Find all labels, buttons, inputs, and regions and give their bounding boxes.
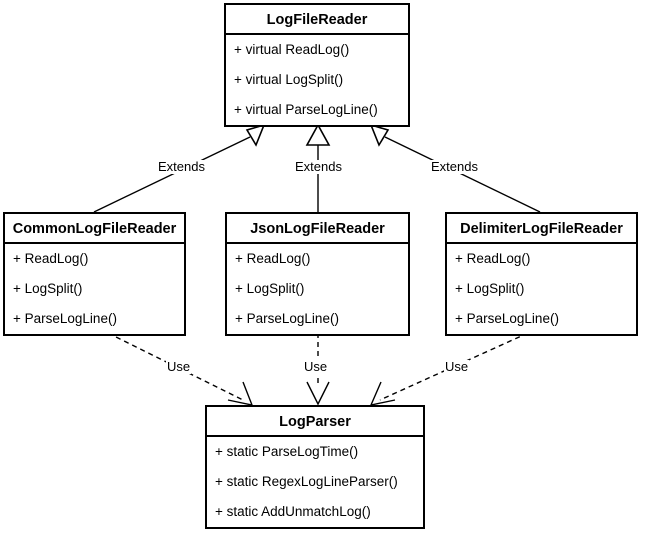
generalization-arrowhead xyxy=(305,123,331,146)
dependency-arrowhead xyxy=(369,381,396,406)
dependency-arrowhead xyxy=(306,381,330,406)
class-members-log-file-reader: + virtual ReadLog() + virtual LogSplit()… xyxy=(226,35,408,125)
edge-extends-json xyxy=(305,123,331,212)
class-title-json-log-file-reader: JsonLogFileReader xyxy=(227,214,408,244)
class-title-log-file-reader: LogFileReader xyxy=(226,5,408,35)
class-box-delimiter-log-file-reader[interactable]: DelimiterLogFileReader + ReadLog() + Log… xyxy=(445,212,638,336)
class-member: + ReadLog() xyxy=(235,251,311,266)
class-member: + ReadLog() xyxy=(13,251,89,266)
class-box-json-log-file-reader[interactable]: JsonLogFileReader + ReadLog() + LogSplit… xyxy=(225,212,410,336)
edge-label-extends-json: Extends xyxy=(294,159,343,174)
class-title-delimiter-log-file-reader: DelimiterLogFileReader xyxy=(447,214,636,244)
edge-label-use-json: Use xyxy=(303,359,329,374)
class-member: + static RegexLogLineParser() xyxy=(215,474,398,489)
class-member: + LogSplit() xyxy=(455,281,525,296)
class-member: + ParseLogLine() xyxy=(455,311,559,326)
edge-extends-common xyxy=(93,123,266,213)
class-member: + virtual ParseLogLine() xyxy=(234,102,378,117)
class-title-log-parser: LogParser xyxy=(207,407,423,437)
class-member: + static AddUnmatchLog() xyxy=(215,504,371,519)
class-member: + ParseLogLine() xyxy=(235,311,339,326)
generalization-arrowhead xyxy=(369,123,390,147)
class-box-log-file-reader[interactable]: LogFileReader + virtual ReadLog() + virt… xyxy=(224,3,410,127)
class-member: + LogSplit() xyxy=(13,281,83,296)
edge-label-use-delimiter: Use xyxy=(444,359,470,374)
class-box-common-log-file-reader[interactable]: CommonLogFileReader + ReadLog() + LogSpl… xyxy=(3,212,186,336)
class-members-json-log-file-reader: + ReadLog() + LogSplit() + ParseLogLine(… xyxy=(227,244,408,334)
edge-extends-delimiter xyxy=(369,123,541,213)
edge-label-extends-delimiter: Extends xyxy=(430,159,479,174)
class-members-delimiter-log-file-reader: + ReadLog() + LogSplit() + ParseLogLine(… xyxy=(447,244,636,334)
class-member: + ParseLogLine() xyxy=(13,311,117,326)
class-member: + virtual LogSplit() xyxy=(234,72,344,87)
class-members-common-log-file-reader: + ReadLog() + LogSplit() + ParseLogLine(… xyxy=(5,244,184,334)
class-member: + virtual ReadLog() xyxy=(234,42,350,57)
generalization-arrowhead xyxy=(245,123,266,147)
edge-label-use-common: Use xyxy=(166,359,192,374)
edge-use-json xyxy=(306,333,330,406)
class-member: + LogSplit() xyxy=(235,281,305,296)
class-title-common-log-file-reader: CommonLogFileReader xyxy=(5,214,184,244)
dependency-arrowhead xyxy=(227,381,254,406)
class-members-log-parser: + static ParseLogTime() + static RegexLo… xyxy=(207,437,423,527)
class-box-log-parser[interactable]: LogParser + static ParseLogTime() + stat… xyxy=(205,405,425,529)
class-member: + static ParseLogTime() xyxy=(215,444,359,459)
edge-label-extends-common: Extends xyxy=(157,159,206,174)
class-member: + ReadLog() xyxy=(455,251,531,266)
